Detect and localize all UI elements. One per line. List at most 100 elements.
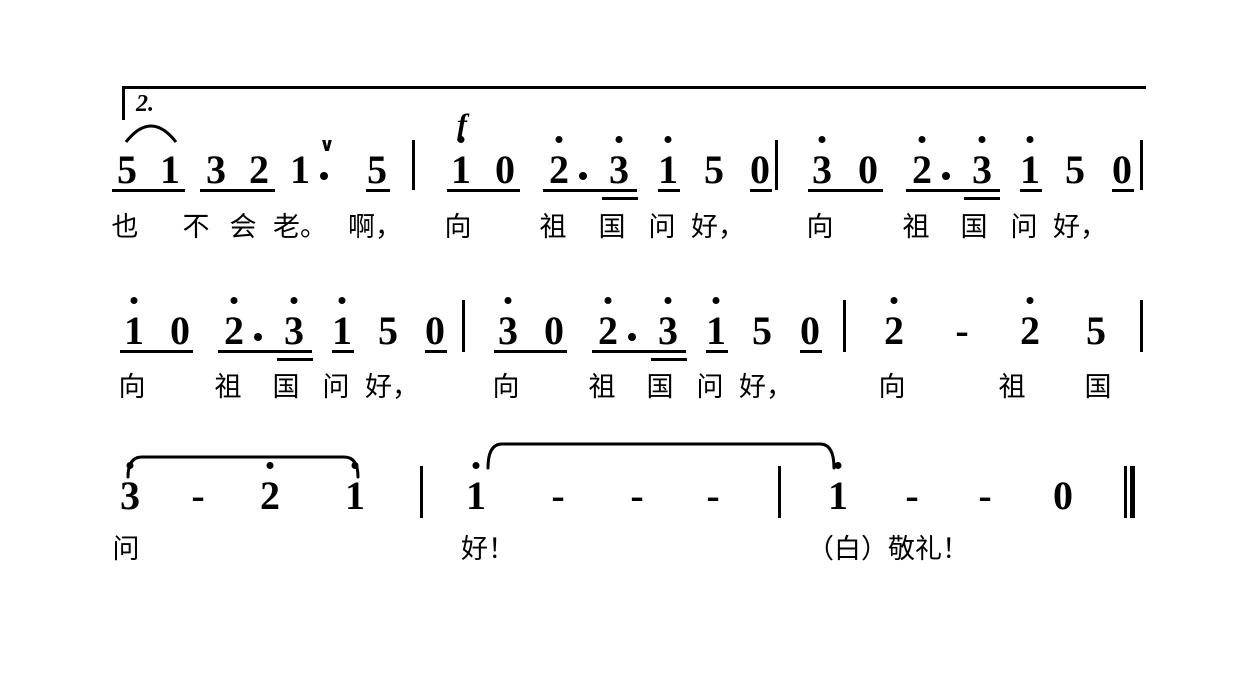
note-2: 2 bbox=[1020, 308, 1040, 353]
lyric-syllable: 向 bbox=[806, 212, 834, 243]
note-5: 5 bbox=[117, 147, 137, 192]
lyric-syllable: 问 bbox=[112, 534, 140, 565]
lyric-syllable: 向 bbox=[118, 372, 146, 403]
breath-mark: ∨ bbox=[319, 135, 335, 156]
barline bbox=[775, 140, 778, 190]
note-3: 3 bbox=[284, 308, 304, 353]
octave-dot-above bbox=[890, 297, 898, 304]
note-beam bbox=[592, 350, 686, 353]
note-2: 2 bbox=[249, 147, 269, 192]
lyric-syllable: 国 bbox=[1084, 372, 1112, 403]
note-1: 1 bbox=[124, 308, 144, 353]
lyric-syllable: 问 bbox=[322, 372, 350, 403]
phrase-bracket bbox=[486, 442, 836, 470]
note-beam bbox=[543, 189, 637, 192]
note-2: 2 bbox=[260, 473, 280, 518]
note-beam bbox=[602, 197, 638, 200]
octave-dot-above bbox=[130, 297, 138, 304]
octave-dot-above bbox=[834, 462, 842, 469]
note-3: 3 bbox=[812, 147, 832, 192]
note-beam bbox=[1112, 189, 1134, 192]
note-1: 1 bbox=[451, 147, 471, 192]
octave-dot-above bbox=[712, 297, 720, 304]
note-3: 3 bbox=[120, 473, 140, 518]
lyric-syllable: 向 bbox=[878, 372, 906, 403]
augmentation-dot bbox=[579, 172, 587, 180]
note-beam bbox=[808, 189, 883, 192]
note-5: 5 bbox=[752, 308, 772, 353]
barline bbox=[778, 466, 781, 518]
octave-dot-above bbox=[664, 136, 672, 143]
note-0: 0 bbox=[495, 147, 515, 192]
note-0: 0 bbox=[1112, 147, 1132, 192]
note--: - bbox=[905, 473, 919, 518]
octave-dot-above bbox=[978, 136, 986, 143]
phrase-bracket bbox=[126, 455, 360, 479]
note-1: 1 bbox=[466, 473, 486, 518]
lyric-syllable: 向 bbox=[444, 212, 472, 243]
note-beam bbox=[366, 189, 390, 192]
note-beam bbox=[964, 197, 1000, 200]
note-beam bbox=[332, 350, 354, 353]
lyric-syllable: 好！ bbox=[461, 534, 515, 565]
octave-dot-above bbox=[664, 297, 672, 304]
note-1: 1 bbox=[160, 147, 180, 192]
note-1: 1 bbox=[332, 308, 352, 353]
lyric-syllable: 好， bbox=[739, 372, 793, 403]
note--: - bbox=[706, 473, 720, 518]
final-barline bbox=[1124, 466, 1135, 518]
barline bbox=[1140, 300, 1143, 352]
augmentation-dot bbox=[628, 333, 636, 341]
lyric-syllable: 好， bbox=[1053, 212, 1107, 243]
note-beam bbox=[200, 189, 275, 192]
note--: - bbox=[630, 473, 644, 518]
note-5: 5 bbox=[367, 147, 387, 192]
lyric-syllable: 也 bbox=[111, 212, 139, 243]
octave-dot-above bbox=[555, 136, 563, 143]
octave-dot-above bbox=[338, 297, 346, 304]
barline bbox=[843, 300, 846, 352]
note-5: 5 bbox=[378, 308, 398, 353]
note-beam bbox=[706, 350, 728, 353]
note-3: 3 bbox=[609, 147, 629, 192]
slur-arc bbox=[124, 122, 178, 144]
note-3: 3 bbox=[658, 308, 678, 353]
lyric-syllable: 向 bbox=[492, 372, 520, 403]
lyric-syllable: 祖 bbox=[902, 212, 930, 243]
octave-dot-above bbox=[504, 297, 512, 304]
octave-dot-above bbox=[457, 136, 465, 143]
note-1: 1 bbox=[1020, 147, 1040, 192]
note-0: 0 bbox=[544, 308, 564, 353]
note-beam bbox=[218, 350, 312, 353]
lyric-syllable: 国 bbox=[272, 372, 300, 403]
lyric-syllable: 问 bbox=[1010, 212, 1038, 243]
lyric-syllable: 不 bbox=[182, 212, 210, 243]
note-beam bbox=[750, 189, 772, 192]
note-1: 1 bbox=[828, 473, 848, 518]
note-1: 1 bbox=[290, 147, 310, 192]
note-2: 2 bbox=[549, 147, 569, 192]
lyric-syllable: 国 bbox=[598, 212, 626, 243]
octave-dot-above bbox=[266, 462, 274, 469]
note-beam bbox=[1020, 189, 1042, 192]
octave-dot-above bbox=[1026, 136, 1034, 143]
note-5: 5 bbox=[1065, 147, 1085, 192]
barline bbox=[462, 300, 465, 352]
note-2: 2 bbox=[224, 308, 244, 353]
note-3: 3 bbox=[498, 308, 518, 353]
dynamic-marking-forte: f bbox=[457, 108, 467, 141]
note-beam bbox=[112, 189, 185, 192]
note-beam bbox=[425, 350, 447, 353]
note-5: 5 bbox=[1086, 308, 1106, 353]
octave-dot-above bbox=[230, 297, 238, 304]
augmentation-dot bbox=[320, 172, 328, 180]
note-2: 2 bbox=[884, 308, 904, 353]
lyric-syllable: 国 bbox=[960, 212, 988, 243]
note-5: 5 bbox=[704, 147, 724, 192]
lyric-syllable: 啊， bbox=[348, 212, 402, 243]
note-1: 1 bbox=[658, 147, 678, 192]
octave-dot-above bbox=[918, 136, 926, 143]
note-0: 0 bbox=[750, 147, 770, 192]
lyric-syllable: 老。 bbox=[273, 212, 327, 243]
note-beam bbox=[494, 350, 567, 353]
